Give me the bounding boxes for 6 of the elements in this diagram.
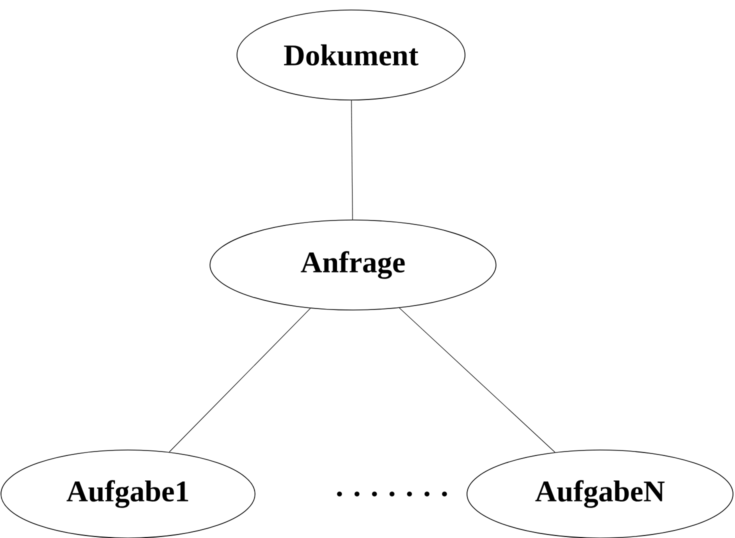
connector-line xyxy=(351,100,353,220)
connector-line xyxy=(399,308,556,453)
connector-line xyxy=(168,308,311,452)
ellipsis-dots: . . . . . . . xyxy=(337,492,447,496)
ellipse-node: Anfrage xyxy=(210,220,496,310)
ellipse-node: Dokument xyxy=(236,10,466,100)
